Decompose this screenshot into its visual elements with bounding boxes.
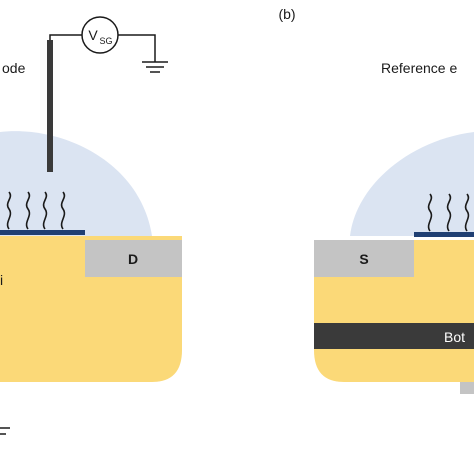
drain-label: D [128, 251, 138, 267]
electrolyte-droplet-right [350, 132, 474, 236]
source-contact [314, 240, 414, 277]
receptor-molecules-right [427, 193, 470, 232]
bottom-gate-bar [314, 323, 474, 349]
wire-to-ground [118, 34, 156, 62]
right-panel: Reference e S Bot [314, 60, 474, 394]
reference-electrode-left [47, 40, 53, 172]
channel-right [414, 232, 474, 237]
receptor-molecules-left [6, 191, 66, 230]
gate-contact-tab [460, 382, 474, 394]
voltmeter-subscript: SG [99, 36, 112, 46]
ground-fragment-icon [0, 427, 10, 435]
electrode-label-right: Reference e [381, 60, 457, 76]
substrate-label-left: i [0, 272, 3, 288]
electrolyte-droplet-left [0, 131, 152, 236]
voltmeter-v: V [88, 27, 98, 43]
wire-to-voltmeter [49, 34, 82, 40]
left-panel: D i V SG ode [0, 16, 182, 435]
channel-left [0, 230, 85, 235]
ground-icon [142, 61, 168, 73]
electrode-label-left: ode [2, 60, 26, 76]
source-label: S [359, 251, 368, 267]
voltmeter-symbol: V [88, 27, 98, 43]
bottom-gate-label: Bot [444, 329, 465, 345]
drain-contact [85, 240, 182, 277]
panel-b-label: (b) [278, 6, 295, 22]
